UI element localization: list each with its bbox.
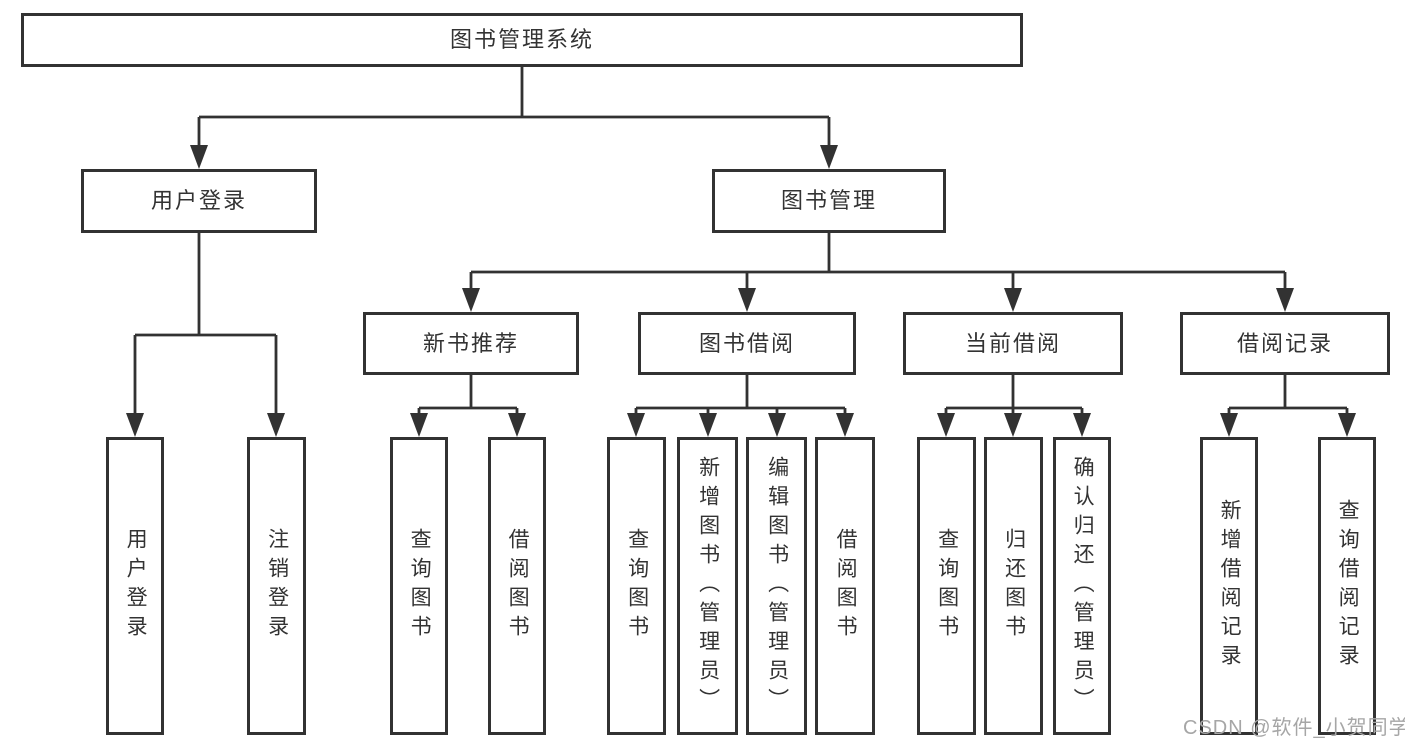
connector-book-borrowing-to-leaves: [634, 375, 847, 415]
arrow-to-current-borrowing: [1004, 288, 1022, 312]
leaf-confirm-return-admin: 确认归还（管理员）: [1053, 437, 1111, 735]
arrowheads: [126, 145, 1356, 437]
arrow-to-leaf-confirm-return: [1073, 413, 1091, 437]
node-user-login: 用户登录: [81, 169, 317, 233]
arrow-to-leaf-borrow-books-1: [508, 413, 526, 437]
leaf-borrow-books-2: 借阅图书: [815, 437, 875, 735]
arrow-to-book-management: [820, 145, 838, 169]
arrow-to-new-book-recommend: [462, 288, 480, 312]
node-current-borrowing: 当前借阅: [903, 312, 1123, 375]
node-book-borrowing: 图书借阅: [638, 312, 856, 375]
leaf-add-book-admin: 新增图书（管理员）: [677, 437, 738, 735]
arrow-to-leaf-query-books-1: [410, 413, 428, 437]
connector-user-login-to-leaves: [133, 233, 278, 415]
leaf-borrow-books-1: 借阅图书: [488, 437, 546, 735]
leaf-query-books-1: 查询图书: [390, 437, 448, 735]
connector-current-borrowing-to-leaves: [944, 375, 1084, 415]
arrow-to-leaf-user-login: [126, 413, 144, 437]
leaf-query-borrow-record: 查询借阅记录: [1318, 437, 1376, 735]
arrow-to-leaf-add-book: [699, 413, 717, 437]
connector-new-book-recommend-to-leaves: [417, 375, 519, 415]
arrow-to-book-borrowing: [738, 288, 756, 312]
arrow-to-leaf-logout: [267, 413, 285, 437]
arrow-to-leaf-add-borrow-record: [1220, 413, 1238, 437]
leaf-query-books-3: 查询图书: [917, 437, 976, 735]
arrow-to-leaf-query-borrow-record: [1338, 413, 1356, 437]
leaf-user-login: 用户登录: [106, 437, 164, 735]
leaf-query-books-2: 查询图书: [607, 437, 666, 735]
node-new-book-recommend: 新书推荐: [363, 312, 579, 375]
leaf-logout: 注销登录: [247, 437, 306, 735]
arrow-to-borrowing-records: [1276, 288, 1294, 312]
leaf-add-borrow-record: 新增借阅记录: [1200, 437, 1258, 735]
csdn-watermark: CSDN @软件_小贺同学: [1183, 717, 1405, 739]
connector-root-to-level2: [197, 67, 831, 147]
arrow-to-leaf-borrow-books-2: [836, 413, 854, 437]
connector-book-management-to-level3: [469, 233, 1287, 290]
leaf-return-books: 归还图书: [984, 437, 1043, 735]
arrow-to-leaf-return-books: [1004, 413, 1022, 437]
node-borrowing-records: 借阅记录: [1180, 312, 1390, 375]
connector-borrowing-records-to-leaves: [1227, 375, 1349, 415]
arrow-to-user-login: [190, 145, 208, 169]
leaf-edit-book-admin: 编辑图书（管理员）: [746, 437, 807, 735]
node-book-management: 图书管理: [712, 169, 946, 233]
node-root: 图书管理系统: [21, 13, 1023, 67]
arrow-to-leaf-query-books-3: [937, 413, 955, 437]
arrow-to-leaf-query-books-2: [627, 413, 645, 437]
arrow-to-leaf-edit-book: [768, 413, 786, 437]
